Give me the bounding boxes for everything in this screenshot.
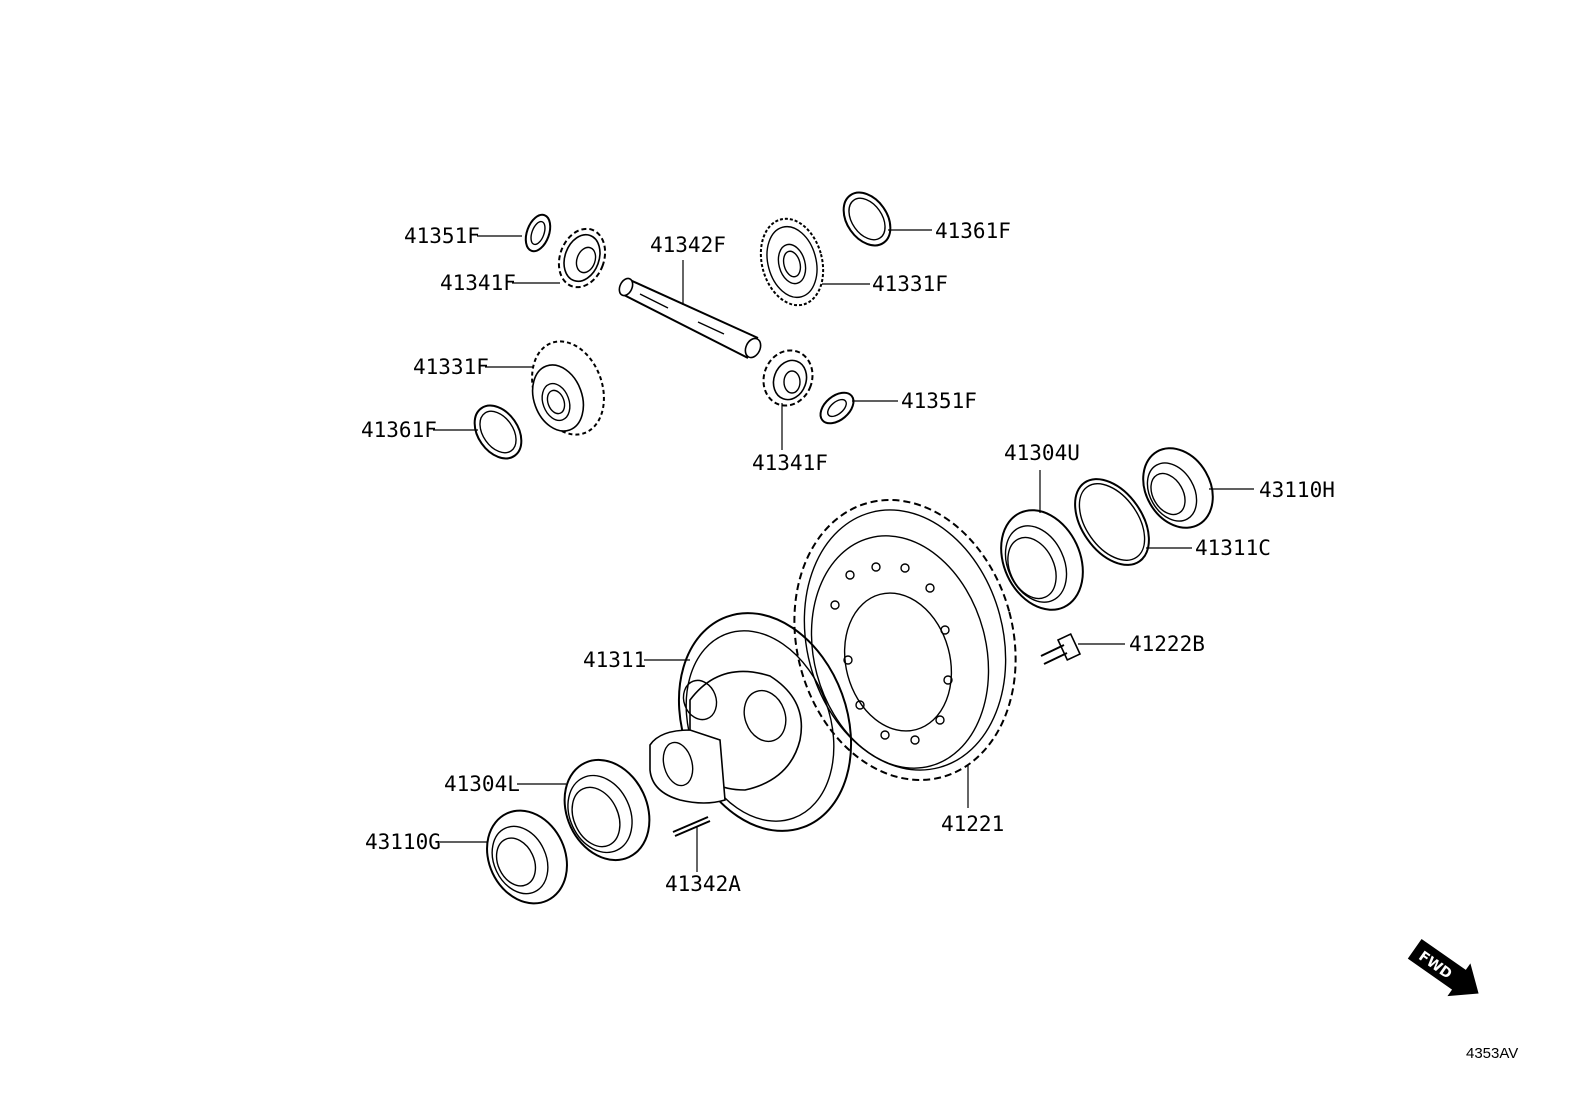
oil-seal-43110h[interactable] [1129, 436, 1226, 541]
fwd-arrow-icon: FWD [1407, 938, 1479, 997]
thrust-washer-41361f-top[interactable] [834, 184, 900, 254]
label-41311: 41311 [583, 648, 646, 672]
label-41361f-top: 41361F [935, 219, 1011, 243]
pinion-gear-41341f-bottom[interactable] [756, 343, 820, 412]
thrust-washer-41351f-right[interactable] [815, 387, 860, 430]
shim-ring-41311c[interactable] [1060, 465, 1164, 578]
label-41304u: 41304U [1004, 441, 1080, 465]
pinion-gear-41341f-top[interactable] [551, 222, 613, 293]
label-43110h: 43110H [1259, 478, 1335, 502]
side-gear-41331f-top[interactable] [752, 212, 833, 313]
label-41351f-right: 41351F [901, 389, 977, 413]
straight-pin-41342a[interactable] [672, 816, 711, 837]
bearing-41304u[interactable] [986, 497, 1099, 623]
label-41342f: 41342F [650, 233, 726, 257]
bearing-41304l[interactable] [549, 746, 665, 874]
label-41331f-left: 41331F [413, 355, 489, 379]
label-41341f-top: 41341F [440, 271, 516, 295]
ring-gear-bolt-41222b[interactable] [1040, 633, 1082, 665]
thrust-washer-41351f-top[interactable] [521, 211, 555, 254]
label-41222b: 41222B [1129, 632, 1205, 656]
label-41351f-top: 41351F [404, 224, 480, 248]
label-41331f-top: 41331F [872, 272, 948, 296]
label-43110g: 43110G [365, 830, 441, 854]
ring-gear-bolt-holes [830, 562, 953, 745]
label-41311c: 41311C [1195, 536, 1271, 560]
differential-case-41311[interactable] [649, 589, 881, 856]
pinion-shaft-41342f[interactable] [617, 276, 764, 360]
label-41342a: 41342A [665, 872, 741, 896]
label-41221: 41221 [941, 812, 1004, 836]
thrust-washer-41361f-left[interactable] [465, 397, 531, 467]
figure-code: 4353AV [1466, 1045, 1518, 1062]
label-41341f-bottom: 41341F [752, 451, 828, 475]
label-41304l: 41304L [444, 772, 520, 796]
oil-seal-43110g[interactable] [472, 797, 581, 916]
ring-gear-41221[interactable] [764, 475, 1046, 805]
label-41361f-left: 41361F [361, 418, 437, 442]
side-gear-41331f-left[interactable] [520, 331, 617, 444]
leader-lines [433, 229, 1254, 872]
